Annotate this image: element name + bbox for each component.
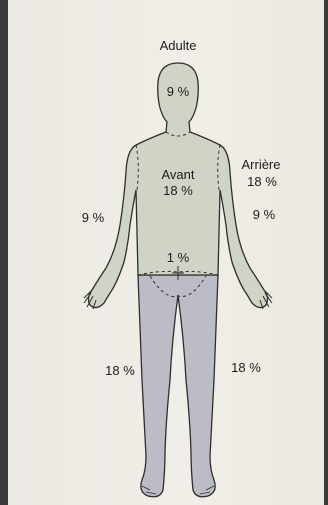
front-label: Avant (156, 167, 200, 182)
genitals-percent: 1 % (160, 250, 196, 265)
legs-region (138, 275, 218, 497)
back-label: Arrière (234, 157, 288, 172)
left-arm-percent: 9 % (246, 207, 282, 222)
trunk-front-percent: 18 % (156, 183, 200, 198)
right-leg-percent: 18 % (98, 363, 142, 378)
head-percent: 9 % (160, 84, 196, 99)
left-leg-percent: 18 % (224, 360, 268, 375)
diagram-title: Adulte (155, 38, 201, 53)
right-arm-percent: 9 % (75, 210, 111, 225)
trunk-back-percent: 18 % (240, 174, 284, 189)
